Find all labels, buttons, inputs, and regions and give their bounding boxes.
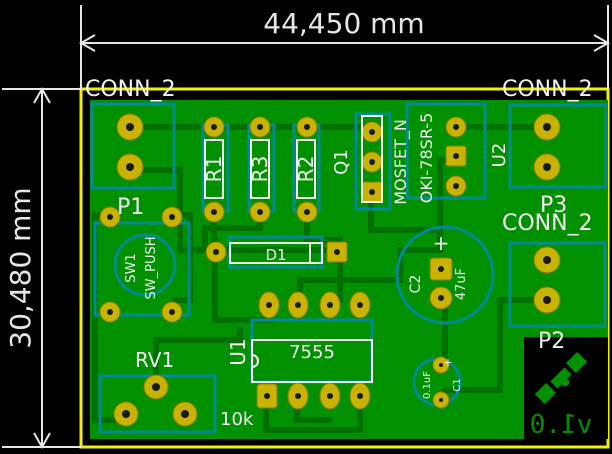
q1-ref-label: Q1 [331,149,352,175]
drill-holes [107,123,551,418]
d1-label: D1 [265,246,286,264]
u2-value-label: OKI-78SR-5 [417,113,436,204]
sw1-value-label: SW_PUSH [144,237,159,300]
c2-value-label: 47uF [454,268,469,300]
q1-value-label: MOSFET_N [391,119,411,205]
p1-ref-label: P1 [117,195,144,220]
u1-value-label: 7555 [289,342,335,363]
p2-ref-label: P2 [538,329,565,354]
c1-ref-label: C1 [452,378,463,391]
rv1-value-label: 10k [220,409,254,430]
silkscreen-labels: CONN_2 CONN_2 P1 P3 CONN_2 P2 R1 R3 R2 Q… [85,77,593,430]
u1-ref-label: U1 [226,338,250,365]
c1-plus-label: + [443,356,452,369]
p3-value-label: CONN_2 [502,77,593,102]
c2-ref-label: C2 [408,275,424,294]
pour-cutout-logo [524,337,608,439]
courtyards [90,102,608,434]
p3-ref-label: P3 [540,193,567,218]
height-dimension-label: 30,480 mm [4,187,37,348]
c1-value-label: 0.1uF [422,371,433,399]
width-dimension-label: 44,450 mm [263,7,424,40]
c2-plus-label: + [433,231,450,255]
dimension-graphics [2,5,611,450]
logo-satellite-icon [534,351,588,405]
version-label: v1.0 [530,410,593,440]
sw1-ref-label: SW1 [124,253,139,282]
silkscreen-outlines [204,115,383,383]
p1-value-label: CONN_2 [85,77,176,102]
p2-value-label: CONN_2 [502,211,593,236]
rv1-ref-label: RV1 [135,348,174,372]
r1-label: R1 [202,156,226,183]
r3-label: R3 [248,156,272,183]
u2-ref-label: U2 [489,143,510,168]
r2-label: R2 [294,156,318,183]
